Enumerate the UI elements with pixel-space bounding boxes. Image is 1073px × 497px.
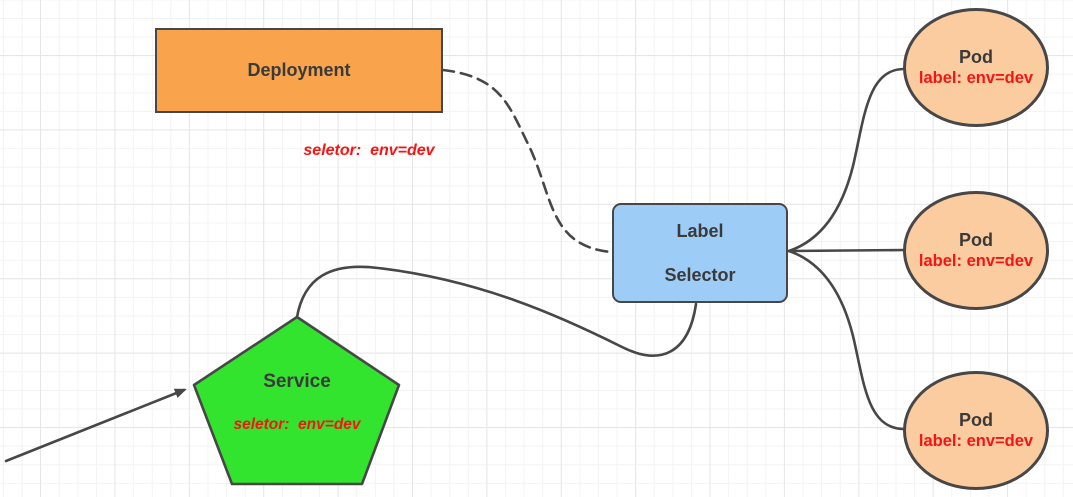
pod-node-3[interactable]: Pod label: env=dev — [903, 371, 1049, 490]
edge-selector-to-pod-top[interactable] — [787, 67, 906, 253]
pod-sublabel: label: env=dev — [918, 252, 1034, 271]
pod-sublabel: label: env=dev — [918, 432, 1034, 451]
deployment-label: Deployment — [247, 60, 351, 80]
pod-node-1[interactable]: Pod label: env=dev — [903, 8, 1049, 127]
edge-service-to-selector[interactable] — [295, 265, 698, 357]
arrow-to-service[interactable] — [4, 388, 187, 463]
deployment-selector-note[interactable]: seletor: env=dev — [303, 142, 435, 159]
pod-label: Pod — [959, 46, 993, 67]
label-selector-line2: Selector — [664, 264, 736, 285]
service-label: Service — [263, 371, 331, 392]
pod-label: Pod — [959, 229, 993, 250]
label-selector-line1: Label — [676, 220, 724, 241]
pod-label: Pod — [959, 409, 993, 430]
pod-node-2[interactable]: Pod label: env=dev — [903, 191, 1049, 310]
pod-sublabel: label: env=dev — [918, 69, 1034, 88]
deployment-node[interactable]: Deployment — [155, 28, 443, 113]
edge-selector-to-pod-middle[interactable] — [787, 248, 907, 253]
label-selector-node[interactable]: Label Selector — [612, 203, 788, 303]
edge-deployment-to-selector[interactable] — [441, 68, 613, 254]
edge-selector-to-pod-bottom[interactable] — [787, 249, 906, 431]
service-pentagon-shape[interactable] — [192, 315, 401, 486]
service-selector-note[interactable]: seletor: env=dev — [233, 416, 361, 433]
